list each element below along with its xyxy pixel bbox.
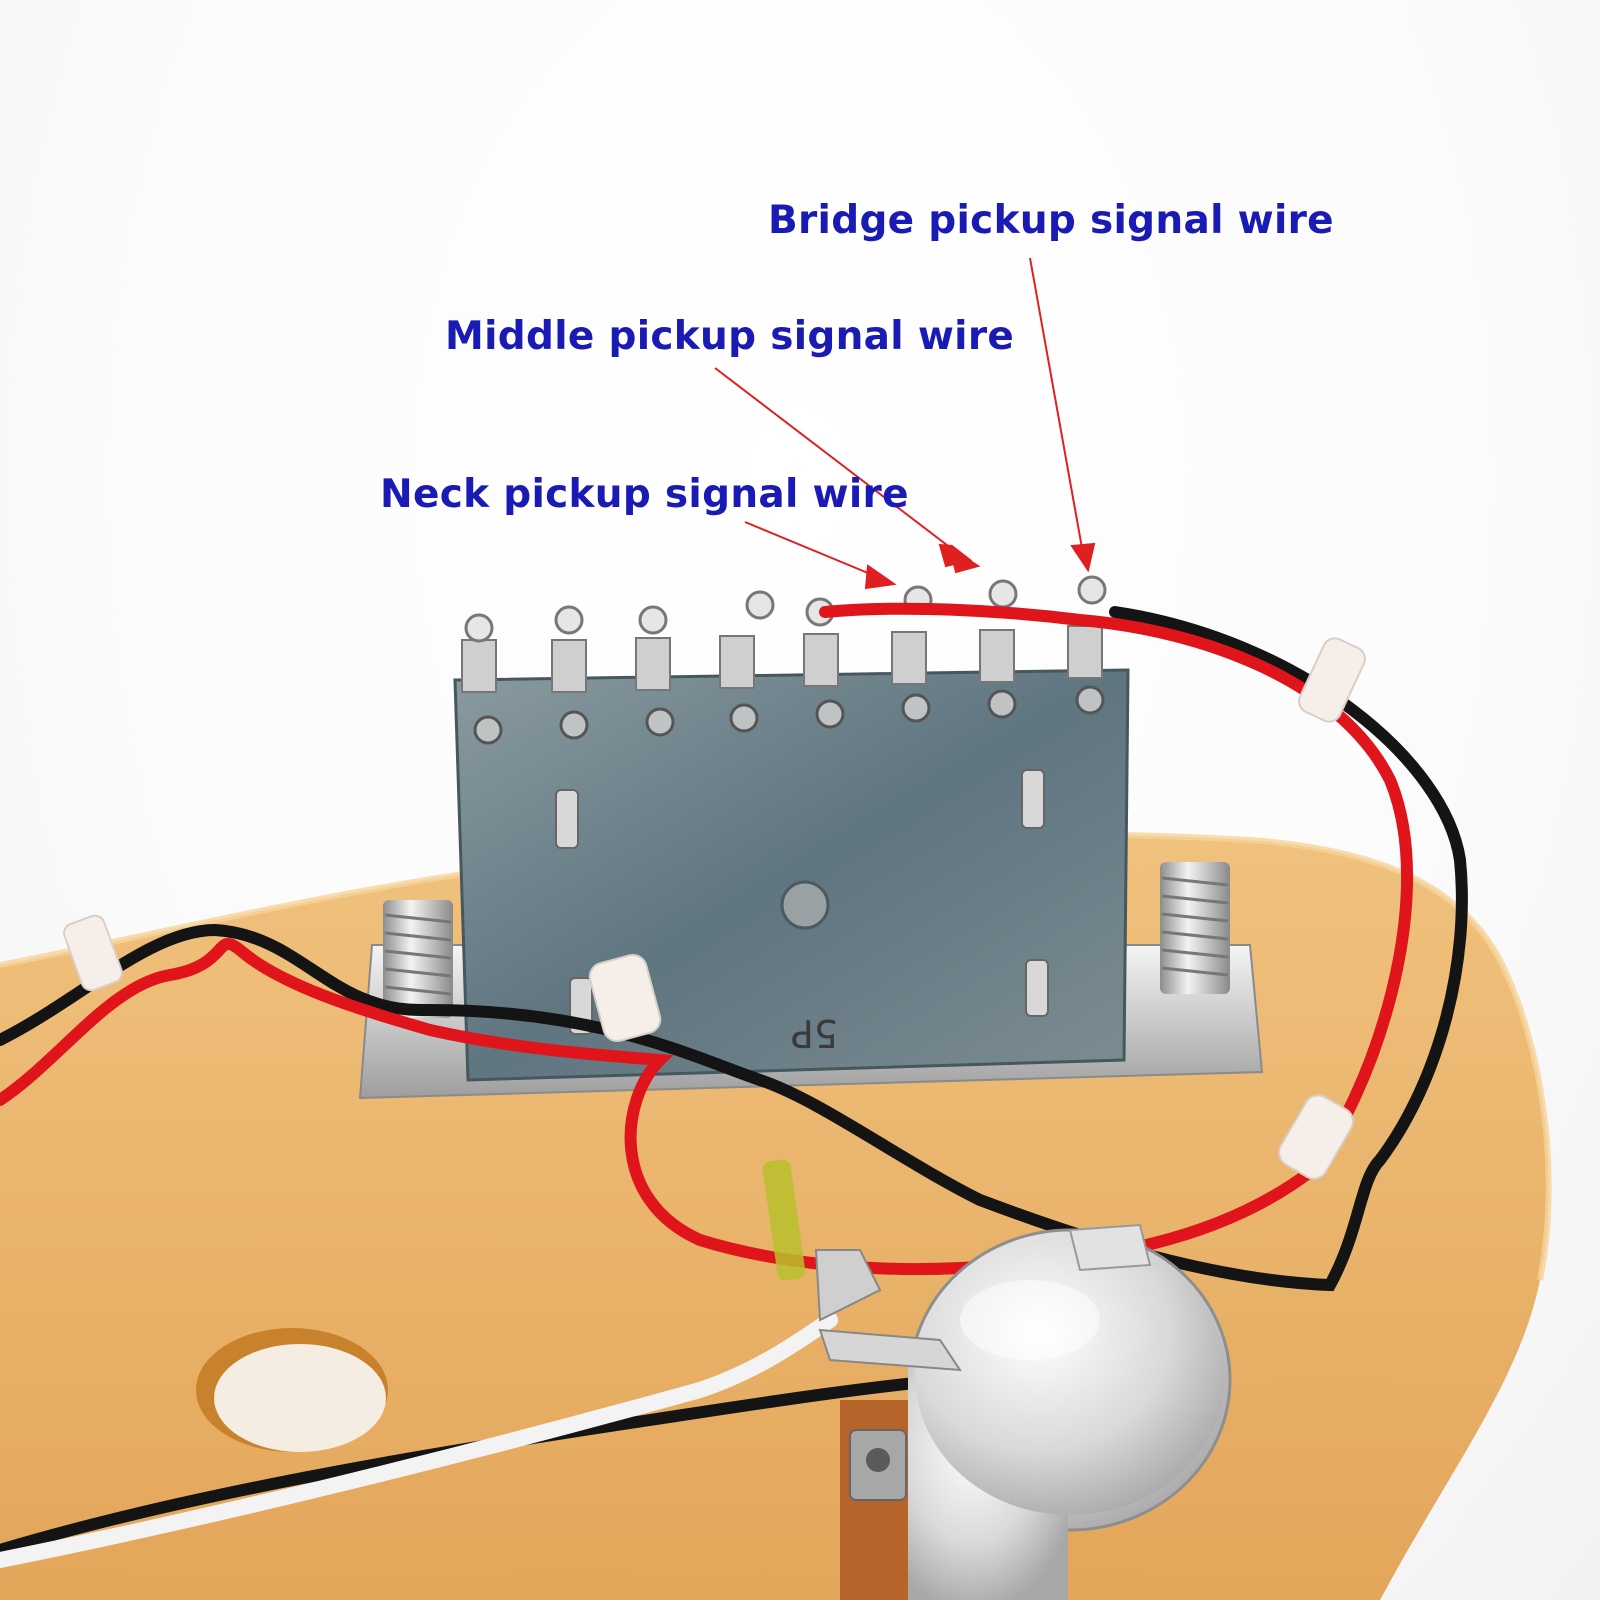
capacitor xyxy=(762,1159,806,1281)
switch-terminals xyxy=(461,575,1107,745)
pcb-slot xyxy=(555,789,579,849)
switch-marking: 5P xyxy=(791,1011,838,1055)
white-wire xyxy=(0,1312,838,1568)
cable-tie xyxy=(1298,637,1366,723)
arrow-middle xyxy=(714,367,961,556)
pcb-center-hole xyxy=(780,880,830,930)
middle-pickup-label: Middle pickup signal wire xyxy=(445,314,1015,359)
cable-tie xyxy=(588,954,662,1042)
neck-pickup-label: Neck pickup signal wire xyxy=(380,472,909,517)
pcb-slot xyxy=(1025,959,1049,1017)
arrowhead-middle-tip xyxy=(948,545,981,574)
pcb-slot xyxy=(1021,769,1045,829)
cable-tie xyxy=(63,914,123,992)
annotation-arrows xyxy=(714,257,1096,590)
arrow-neck xyxy=(744,521,881,579)
cable-tie xyxy=(1278,1094,1354,1180)
bridge-pickup-label: Bridge pickup signal wire xyxy=(768,198,1334,243)
potentiometer xyxy=(814,1223,1232,1600)
black-wire xyxy=(0,606,1468,1292)
arrowhead-neck xyxy=(864,564,897,590)
pickguard-hole-inner xyxy=(214,1344,386,1452)
mounting-screw xyxy=(1160,862,1230,994)
mounting-screw xyxy=(383,900,453,1018)
arrowhead-bridge xyxy=(1070,542,1096,573)
arrow-bridge xyxy=(1029,257,1083,549)
